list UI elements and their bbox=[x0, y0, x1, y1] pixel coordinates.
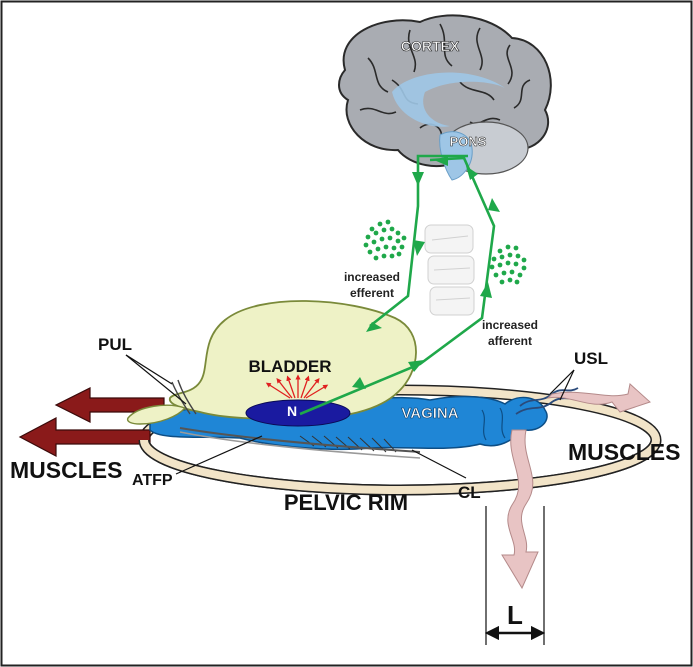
nucleus-signal-arrows bbox=[265, 374, 329, 399]
pul-leaders bbox=[125, 354, 187, 405]
muscle-arrow-down bbox=[501, 429, 539, 590]
increased-afferent-line1: increased bbox=[482, 318, 538, 332]
urethra bbox=[126, 404, 187, 425]
muscles-right-label: MUSCLES bbox=[568, 439, 680, 465]
usl-leaders bbox=[549, 369, 575, 401]
usl-label: USL bbox=[574, 349, 608, 368]
cortex-label: CORTEX bbox=[401, 38, 460, 54]
muscles-left-label: MUSCLES bbox=[10, 457, 122, 483]
neurotransmitter-dots-right bbox=[489, 244, 527, 285]
spinal-vertebrae bbox=[424, 224, 475, 316]
pul-ligaments bbox=[171, 379, 197, 415]
bladder-label: BLADDER bbox=[248, 357, 331, 376]
pul-label: PUL bbox=[98, 335, 132, 354]
atfp-leader bbox=[175, 435, 263, 475]
atfp-ligament-lower bbox=[179, 431, 421, 459]
pelvic-rim-label: PELVIC RIM bbox=[284, 490, 408, 515]
pons-label: PONS bbox=[450, 134, 487, 149]
cl-leader bbox=[411, 449, 467, 479]
pelvic-rim-front bbox=[140, 439, 660, 494]
neurotransmitter-dots-left bbox=[363, 219, 407, 261]
muscle-arrow-right bbox=[546, 383, 651, 413]
efferent-pathway bbox=[369, 154, 468, 328]
atfp-label: ATFP bbox=[132, 472, 173, 489]
length-marker bbox=[484, 506, 546, 645]
increased-efferent-line2: efferent bbox=[350, 286, 394, 300]
corpus-callosum bbox=[392, 72, 505, 127]
vagina-folds bbox=[481, 407, 506, 441]
increased-efferent-line1: increased bbox=[344, 270, 400, 284]
nucleus-label: N bbox=[287, 403, 297, 419]
afferent-pathway bbox=[299, 156, 496, 416]
increased-afferent-line2: afferent bbox=[488, 334, 532, 348]
atfp-ligament bbox=[179, 427, 421, 453]
cl-label: CL bbox=[458, 483, 481, 502]
nucleus-n bbox=[245, 399, 351, 427]
length-label: L bbox=[507, 600, 523, 630]
pathway-arrowheads bbox=[352, 156, 500, 389]
vagina-label: VAGINA bbox=[401, 405, 458, 422]
